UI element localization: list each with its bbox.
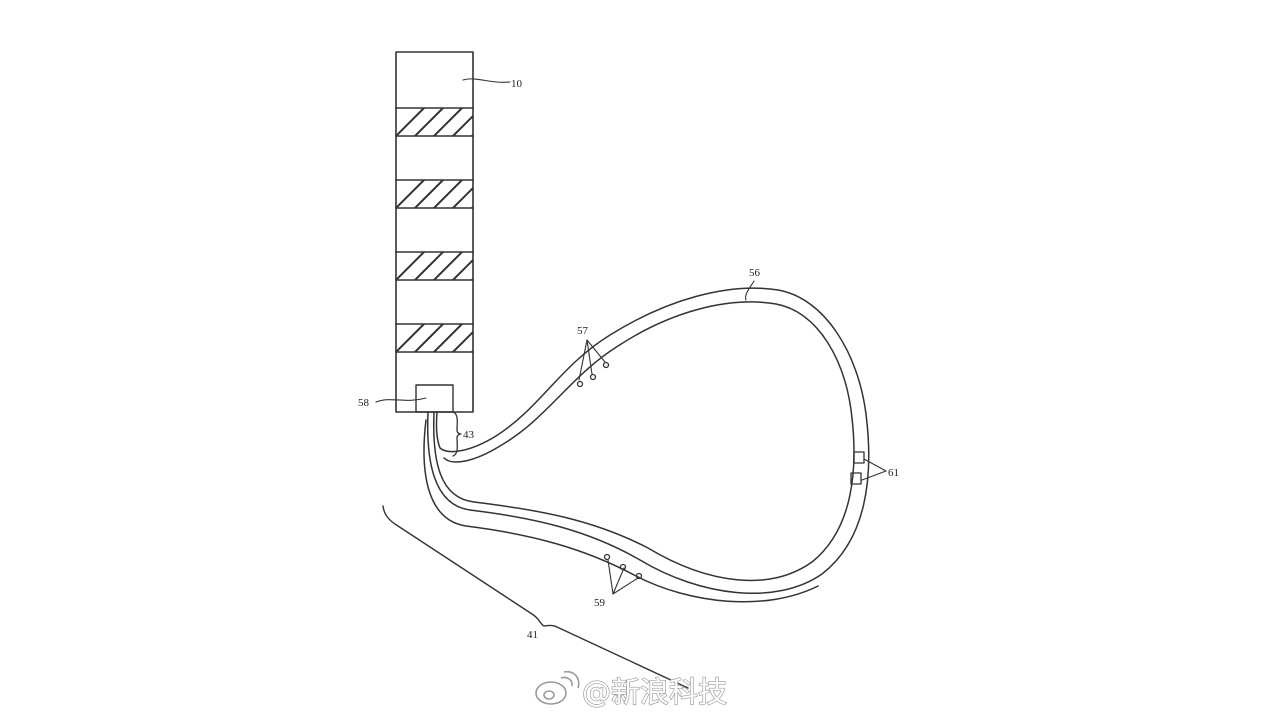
leader-57 bbox=[578, 339, 606, 381]
leader-58 bbox=[375, 397, 427, 403]
brace-43 bbox=[452, 411, 462, 457]
label-strap-assembly: 41 bbox=[527, 629, 538, 641]
label-lower-sensors: 59 bbox=[594, 597, 606, 609]
hatched-segment-3 bbox=[396, 252, 473, 280]
leader-56 bbox=[745, 280, 755, 301]
watermark: @新浪科技 bbox=[535, 670, 728, 710]
watermark-text: @新浪科技 bbox=[582, 675, 727, 709]
hatched-segment-4 bbox=[396, 324, 473, 352]
label-device: 10 bbox=[511, 78, 523, 90]
sensor-dot bbox=[602, 361, 610, 369]
label-connector-link: 43 bbox=[463, 429, 475, 441]
device-body bbox=[395, 51, 474, 413]
weibo-logo-icon bbox=[535, 670, 580, 705]
sensor-dot bbox=[619, 563, 627, 571]
sensor-dot bbox=[589, 373, 597, 381]
sensor-dot bbox=[603, 553, 611, 561]
label-band: 56 bbox=[749, 267, 761, 279]
leader-10 bbox=[462, 78, 511, 83]
label-side-modules: 61 bbox=[888, 467, 899, 479]
brace-41 bbox=[382, 505, 689, 689]
label-upper-sensors: 57 bbox=[577, 325, 589, 337]
leader-61 bbox=[861, 458, 887, 481]
sensor-dot bbox=[635, 572, 643, 580]
side-module bbox=[853, 451, 865, 464]
hatched-segment-1 bbox=[396, 108, 473, 136]
upper-sensors bbox=[576, 361, 610, 388]
leader-59 bbox=[607, 559, 639, 595]
sensor-dot bbox=[576, 380, 584, 388]
lower-sensors bbox=[603, 553, 643, 580]
side-module bbox=[850, 472, 862, 485]
label-connector: 58 bbox=[358, 397, 370, 409]
side-modules bbox=[850, 451, 865, 485]
hatched-segment-2 bbox=[396, 180, 473, 208]
loop-band bbox=[423, 287, 870, 603]
